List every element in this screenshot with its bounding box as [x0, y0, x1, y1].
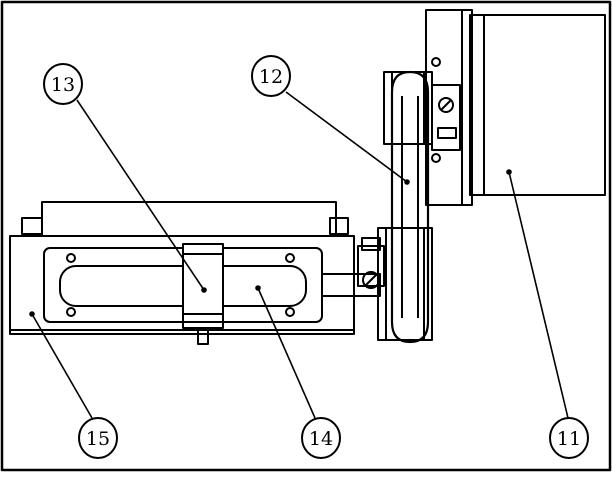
leader-12: [285, 91, 408, 183]
callout-12-bubble: [251, 55, 291, 97]
callout-14-label: 14: [309, 428, 333, 450]
base-top-plate: [41, 201, 337, 237]
callout-12: 12: [251, 55, 291, 97]
leader-13: [76, 99, 205, 291]
leader-11: [508, 171, 569, 419]
callout-14: 14: [301, 417, 341, 459]
clamp-screw-slot: [364, 273, 378, 287]
callout-11-bubble: [549, 417, 589, 459]
base-frame: [9, 201, 381, 335]
hub-key: [437, 127, 457, 139]
slider-body: [182, 243, 224, 315]
clamp-knob: [361, 237, 381, 251]
leader-13-dot: [201, 287, 207, 293]
flange-screw-bottom: [431, 153, 441, 163]
base-tab-left: [21, 217, 43, 235]
motor-body: [469, 14, 606, 196]
callout-11: 11: [549, 417, 589, 459]
leader-11-dot: [506, 169, 512, 175]
slider-stem: [197, 327, 209, 345]
leader-14-dot: [255, 285, 261, 291]
motor-shaft-hub: [431, 84, 461, 151]
rail-bolt-1: [66, 253, 76, 263]
timing-belt: [390, 70, 430, 344]
callout-15-label: 15: [86, 428, 110, 450]
motor-flange-plate: [425, 9, 473, 206]
callout-13-label: 13: [51, 74, 75, 96]
motor-assembly: [425, 9, 606, 206]
base-body: [9, 235, 355, 335]
callout-13: 13: [43, 63, 83, 105]
belt-drive: [357, 70, 433, 344]
callout-11-label: 11: [557, 428, 581, 450]
leader-14: [257, 287, 316, 419]
hub-set-screw-slot: [440, 99, 452, 111]
leader-lines: [29, 91, 569, 419]
base-tab-right: [329, 217, 349, 235]
rail-bolt-4: [285, 307, 295, 317]
rail-bolt-2: [285, 253, 295, 263]
leader-12-dot: [404, 179, 410, 185]
callout-13-bubble: [43, 63, 83, 105]
hub-set-screw: [438, 97, 454, 113]
slider-block: [182, 243, 224, 345]
leader-15: [31, 313, 93, 419]
callout-15: 15: [78, 417, 118, 459]
flange-screw-top: [431, 57, 441, 67]
leader-15-dot: [29, 311, 35, 317]
lower-pulley-clamp: [357, 245, 385, 287]
callout-12-label: 12: [259, 66, 283, 88]
callout-15-bubble: [78, 417, 118, 459]
callout-14-bubble: [301, 417, 341, 459]
rail-bolt-3: [66, 307, 76, 317]
